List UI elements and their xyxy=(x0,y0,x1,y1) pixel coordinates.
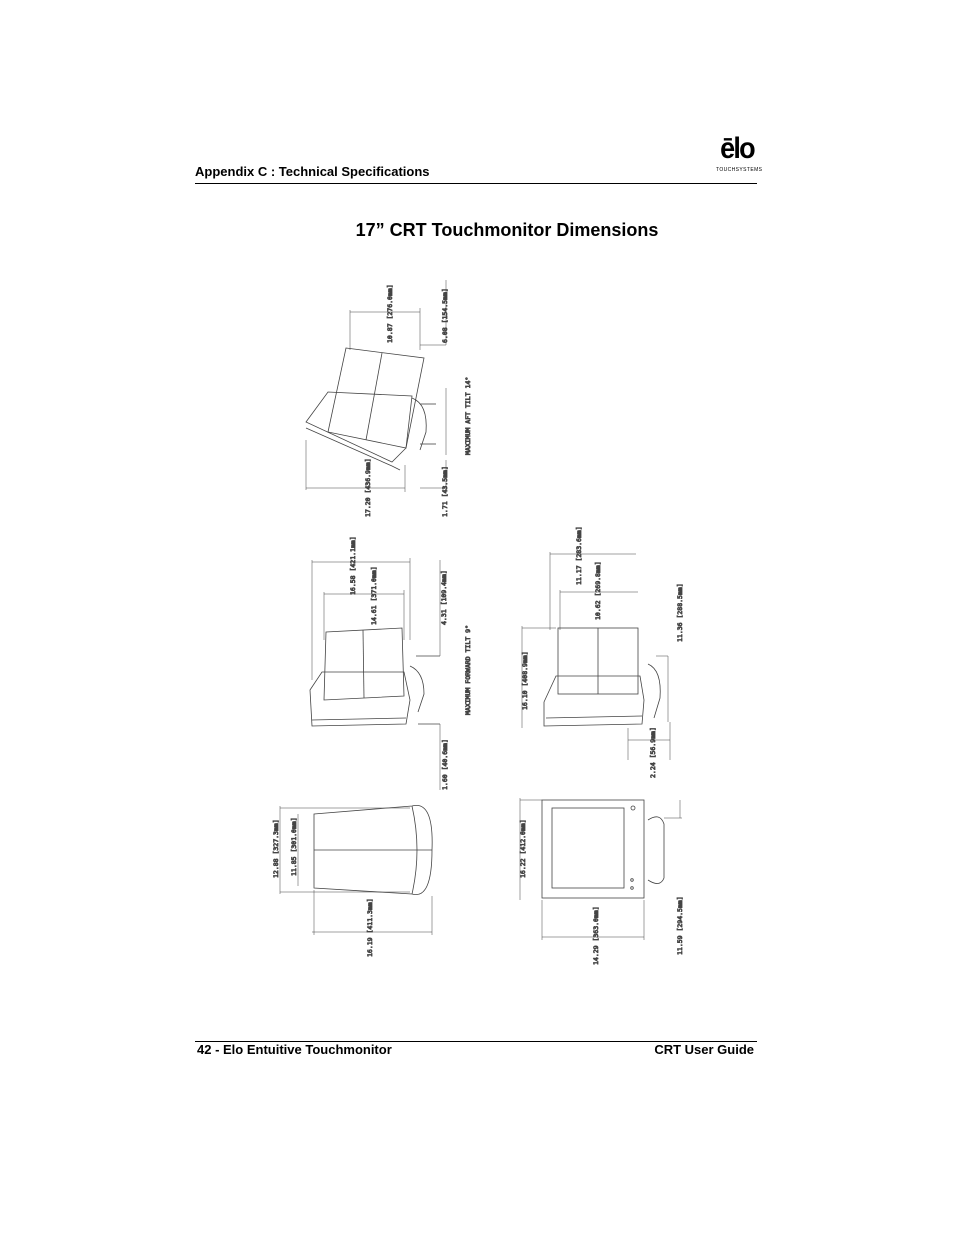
elo-logo-subtext: TOUCHSYSTEMS xyxy=(716,167,763,173)
forward-tilt-view xyxy=(309,558,441,790)
header-rule xyxy=(195,183,757,184)
fwd-d2: 14.61 [371.0mm] xyxy=(370,566,378,625)
page-title: 17” CRT Touchmonitor Dimensions xyxy=(355,220,659,240)
aft-d1: 10.87 [276.0mm] xyxy=(386,284,394,343)
side-d1: 11.17 [283.6mm] xyxy=(575,526,583,585)
top-d3: 16.19 [411.3mm] xyxy=(366,898,374,957)
fwd-d3: 4.31 [109.4mm] xyxy=(440,570,448,625)
elo-logo-mark: ēlo xyxy=(720,132,755,165)
top-d1: 12.88 [327.3mm] xyxy=(272,819,280,878)
top-view xyxy=(279,804,433,935)
fwd-d1: 16.58 [421.1mm] xyxy=(349,536,357,595)
side-d2: 10.62 [269.8mm] xyxy=(594,561,602,620)
side-d3: 11.36 [288.5mm] xyxy=(676,583,684,642)
fwd-d4: 1.60 [40.6mm] xyxy=(441,739,449,790)
side-d5: 2.24 [56.9mm] xyxy=(649,727,657,778)
footer-rule xyxy=(195,1041,757,1042)
front-view xyxy=(519,798,682,940)
footer-page-label: 42 - Elo Entuitive Touchmonitor xyxy=(197,1042,392,1057)
aft-label: MAXIMUM AFT TILT 14° xyxy=(464,377,472,455)
side-d4: 16.10 [408.9mm] xyxy=(521,651,529,710)
top-d2: 11.85 [301.0mm] xyxy=(290,817,298,876)
aft-d3: 17.20 [436.9mm] xyxy=(364,458,372,517)
footer-guide-title: CRT User Guide xyxy=(654,1042,754,1057)
aft-tilt-view xyxy=(305,280,447,492)
fwd-label: MAXIMUM FORWARD TILT 9° xyxy=(464,625,472,715)
header-section-title: Appendix C : Technical Specifications xyxy=(195,164,430,179)
front-d2: 14.29 [363.0mm] xyxy=(592,906,600,965)
front-d3: 11.59 [294.5mm] xyxy=(676,896,684,955)
elo-logo: ēlo TOUCHSYSTEMS xyxy=(716,132,763,178)
aft-d4: 1.71 [43.5mm] xyxy=(441,466,449,517)
aft-d2: 6.08 [154.5mm] xyxy=(441,288,449,343)
side-view xyxy=(521,552,671,760)
front-d1: 16.22 [412.0mm] xyxy=(519,819,527,878)
